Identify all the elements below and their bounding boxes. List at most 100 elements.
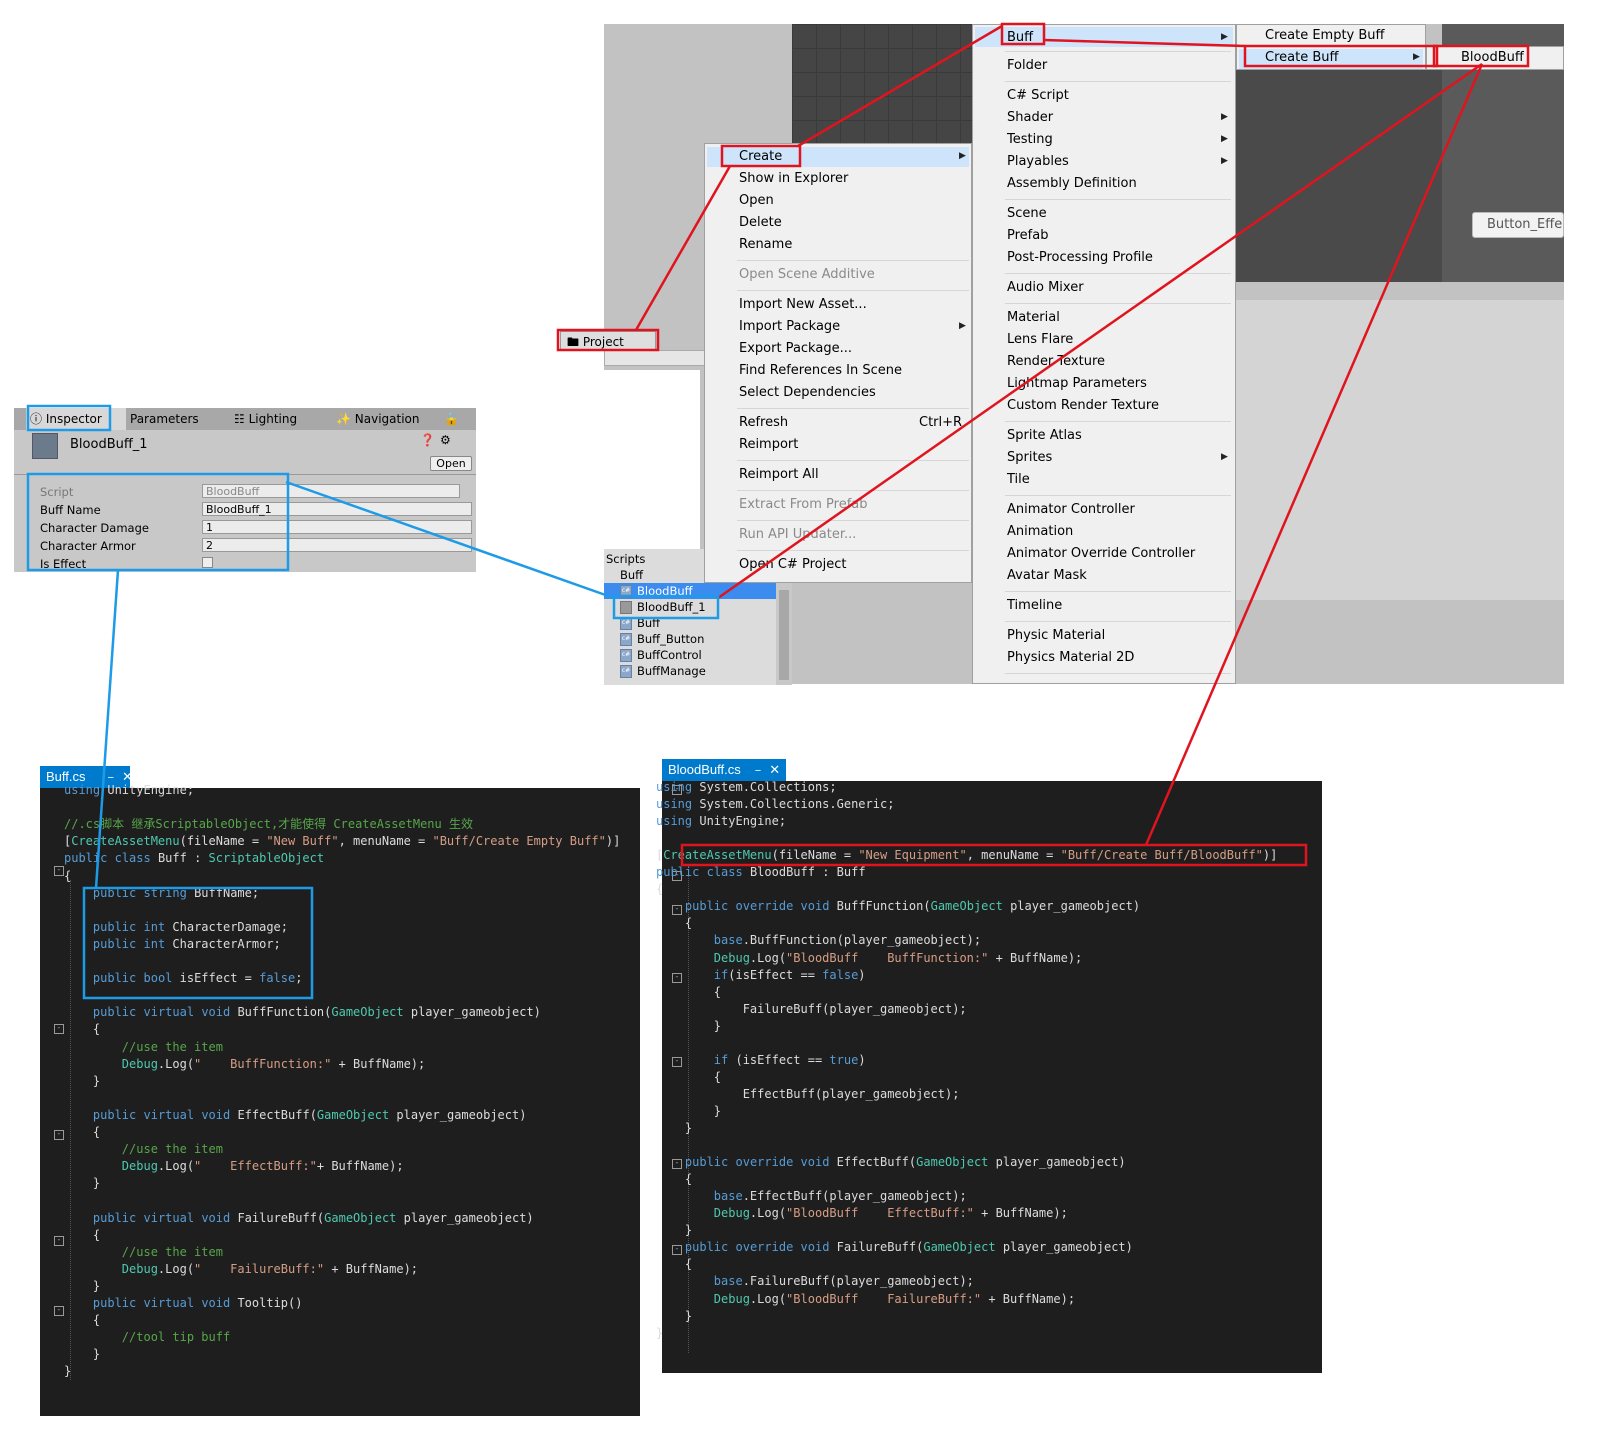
character-damage-input[interactable]: 1 xyxy=(202,520,472,534)
code-line[interactable]: using UnityEngine; xyxy=(64,783,195,797)
menu-item-import-new-asset[interactable]: Import New Asset... xyxy=(739,297,867,312)
code-editor-buff[interactable]: - - - - - using UnityEngine;//.cs脚本 继承Sc… xyxy=(40,783,640,1416)
help-icon[interactable]: ❓ xyxy=(420,433,435,447)
menu-item-audio-mixer[interactable]: Audio Mixer xyxy=(1007,280,1084,295)
menu-item-animator-controller[interactable]: Animator Controller xyxy=(1007,502,1135,517)
code-line[interactable]: public int CharacterArmor; xyxy=(92,936,281,951)
code-line[interactable]: } xyxy=(656,1325,664,1340)
code-line[interactable]: } xyxy=(64,1364,72,1379)
menu-item-sprites[interactable]: Sprites xyxy=(1007,450,1053,465)
file-item[interactable]: c#BuffControl xyxy=(620,648,702,662)
code-line[interactable]: public int CharacterDamage; xyxy=(92,919,289,934)
code-line[interactable]: Debug.Log("BloodBuff BuffFunction:" + Bu… xyxy=(713,950,1083,965)
menu-item-prefab[interactable]: Prefab xyxy=(1007,228,1049,243)
code-line[interactable]: EffectBuff(player_gameobject); xyxy=(656,1086,960,1101)
menu-item-reimport-all[interactable]: Reimport All xyxy=(739,467,819,482)
code-line[interactable]: { xyxy=(64,1022,101,1037)
code-line[interactable]: public string BuffName; xyxy=(92,885,260,900)
menu-item-buff[interactable]: Buff xyxy=(1007,30,1034,45)
code-line[interactable]: } xyxy=(64,1347,101,1362)
project-search-input[interactable] xyxy=(604,350,708,366)
tab-lighting[interactable]: ☷ Lighting xyxy=(234,412,298,426)
menu-item-assembly-definition[interactable]: Assembly Definition xyxy=(1007,176,1137,191)
menu-item-tile[interactable]: Tile xyxy=(1007,472,1030,487)
code-line[interactable]: public virtual void FailureBuff(GameObje… xyxy=(92,1210,534,1225)
file-item[interactable]: c#Buff xyxy=(620,616,661,630)
code-line[interactable]: using System.Collections; xyxy=(656,780,837,794)
collapse-icon[interactable]: - xyxy=(54,1236,64,1246)
collapse-icon[interactable]: - xyxy=(54,1306,64,1316)
menu-item-delete[interactable]: Delete xyxy=(739,215,782,230)
menu-item-sprite-atlas[interactable]: Sprite Atlas xyxy=(1007,428,1082,443)
code-line[interactable]: base.BuffFunction(player_gameobject); xyxy=(713,933,982,948)
code-editor-bloodbuff[interactable]: - - - - - - - using System.Collections;u… xyxy=(656,780,1322,1373)
collapse-icon[interactable]: - xyxy=(672,1245,682,1255)
code-line[interactable]: [CreateAssetMenu(fileName = "New Equipme… xyxy=(656,848,1278,863)
file-item[interactable]: c#Buff_Button xyxy=(620,632,705,646)
collapse-icon[interactable]: - xyxy=(672,785,682,795)
lock-icon[interactable]: 🔒 xyxy=(444,412,459,426)
code-line[interactable]: { xyxy=(656,1257,693,1272)
menu-item-testing[interactable]: Testing xyxy=(1007,132,1053,147)
code-line[interactable]: } xyxy=(656,1308,693,1323)
close-icon[interactable]: ✕ xyxy=(121,769,133,784)
code-line[interactable]: Debug.Log("BloodBuff EffectBuff:" + Buff… xyxy=(713,1206,1068,1221)
collapse-icon[interactable]: - xyxy=(54,1130,64,1140)
code-line[interactable]: public virtual void EffectBuff(GameObjec… xyxy=(92,1107,527,1122)
editor-tab-bloodbuff-cs[interactable]: BloodBuff.cs−✕ xyxy=(662,759,786,781)
code-line[interactable]: Debug.Log("BloodBuff FailureBuff:" + Buf… xyxy=(713,1291,1076,1306)
menu-item-bloodbuff[interactable]: BloodBuff xyxy=(1461,50,1524,65)
project-tab[interactable]: 🖿 Project xyxy=(560,331,656,351)
collapse-icon[interactable]: - xyxy=(672,973,682,983)
menu-item-shader[interactable]: Shader xyxy=(1007,110,1054,125)
code-line[interactable]: { xyxy=(656,1069,722,1084)
menu-item-create-empty-buff[interactable]: Create Empty Buff xyxy=(1265,28,1385,43)
code-line[interactable]: public class Buff : ScriptableObject xyxy=(64,851,325,866)
menu-item-scene[interactable]: Scene xyxy=(1007,206,1047,221)
code-line[interactable]: } xyxy=(656,1121,693,1135)
open-button[interactable]: Open xyxy=(430,456,472,471)
menu-item-post-processing-profile[interactable]: Post-Processing Profile xyxy=(1007,250,1153,265)
menu-item-playables[interactable]: Playables xyxy=(1007,154,1069,169)
menu-item-show-in-explorer[interactable]: Show in Explorer xyxy=(739,171,849,186)
menu-item-select-dependencies[interactable]: Select Dependencies xyxy=(739,385,876,400)
code-line[interactable]: { xyxy=(64,868,72,883)
code-line[interactable]: } xyxy=(656,1018,722,1033)
code-line[interactable]: } xyxy=(64,1073,101,1088)
code-line[interactable]: //tool tip buff xyxy=(121,1330,231,1345)
code-line[interactable]: FailureBuff(player_gameobject); xyxy=(656,1001,967,1016)
menu-item-rename[interactable]: Rename xyxy=(739,237,793,252)
code-line[interactable]: Debug.Log(" BuffFunction:" + BuffName); xyxy=(121,1056,426,1071)
code-line[interactable]: base.FailureBuff(player_gameobject); xyxy=(713,1274,974,1289)
is-effect-checkbox[interactable] xyxy=(202,557,213,568)
code-line[interactable]: public bool isEffect = false; xyxy=(92,971,303,986)
code-line[interactable]: if(isEffect == false) xyxy=(713,967,866,982)
code-line[interactable]: { xyxy=(64,1125,101,1139)
scene-button-effect[interactable]: Button_Effe xyxy=(1472,212,1564,238)
tab-inspector[interactable]: ⓘ Inspector xyxy=(26,408,126,430)
menu-item-custom-render-texture[interactable]: Custom Render Texture xyxy=(1007,398,1159,413)
project-scroll-thumb[interactable] xyxy=(779,590,789,680)
buff-name-input[interactable]: BloodBuff_1 xyxy=(202,502,472,516)
collapse-icon[interactable]: - xyxy=(672,1159,682,1169)
folder-scripts[interactable]: Scripts xyxy=(606,552,646,566)
code-line[interactable]: public virtual void BuffFunction(GameObj… xyxy=(92,1005,541,1020)
code-line[interactable]: Debug.Log(" FailureBuff:" + BuffName); xyxy=(121,1261,419,1276)
code-line[interactable]: [CreateAssetMenu(fileName = "New Buff", … xyxy=(64,834,621,849)
menu-item-find-references[interactable]: Find References In Scene xyxy=(739,363,902,378)
code-line[interactable]: { xyxy=(656,916,693,931)
code-line[interactable]: public virtual void Tooltip() xyxy=(92,1296,303,1310)
code-line[interactable]: public override void BuffFunction(GameOb… xyxy=(684,899,1141,914)
code-line[interactable]: base.EffectBuff(player_gameobject); xyxy=(713,1189,967,1204)
code-line[interactable]: //use the item xyxy=(121,1244,223,1259)
menu-item-avatar-mask[interactable]: Avatar Mask xyxy=(1007,568,1087,583)
menu-item-folder[interactable]: Folder xyxy=(1007,58,1048,73)
menu-item-timeline[interactable]: Timeline xyxy=(1007,598,1063,613)
code-line[interactable]: using System.Collections.Generic; xyxy=(656,797,895,812)
code-line[interactable]: //.cs脚本 继承ScriptableObject,才能使得 CreateAs… xyxy=(64,817,473,832)
code-line[interactable]: using UnityEngine; xyxy=(656,814,787,829)
code-line[interactable]: { xyxy=(64,1227,101,1242)
menu-item-export-package[interactable]: Export Package... xyxy=(739,341,852,356)
menu-item-physic-material[interactable]: Physic Material xyxy=(1007,628,1106,643)
menu-item-animation[interactable]: Animation xyxy=(1007,524,1074,539)
